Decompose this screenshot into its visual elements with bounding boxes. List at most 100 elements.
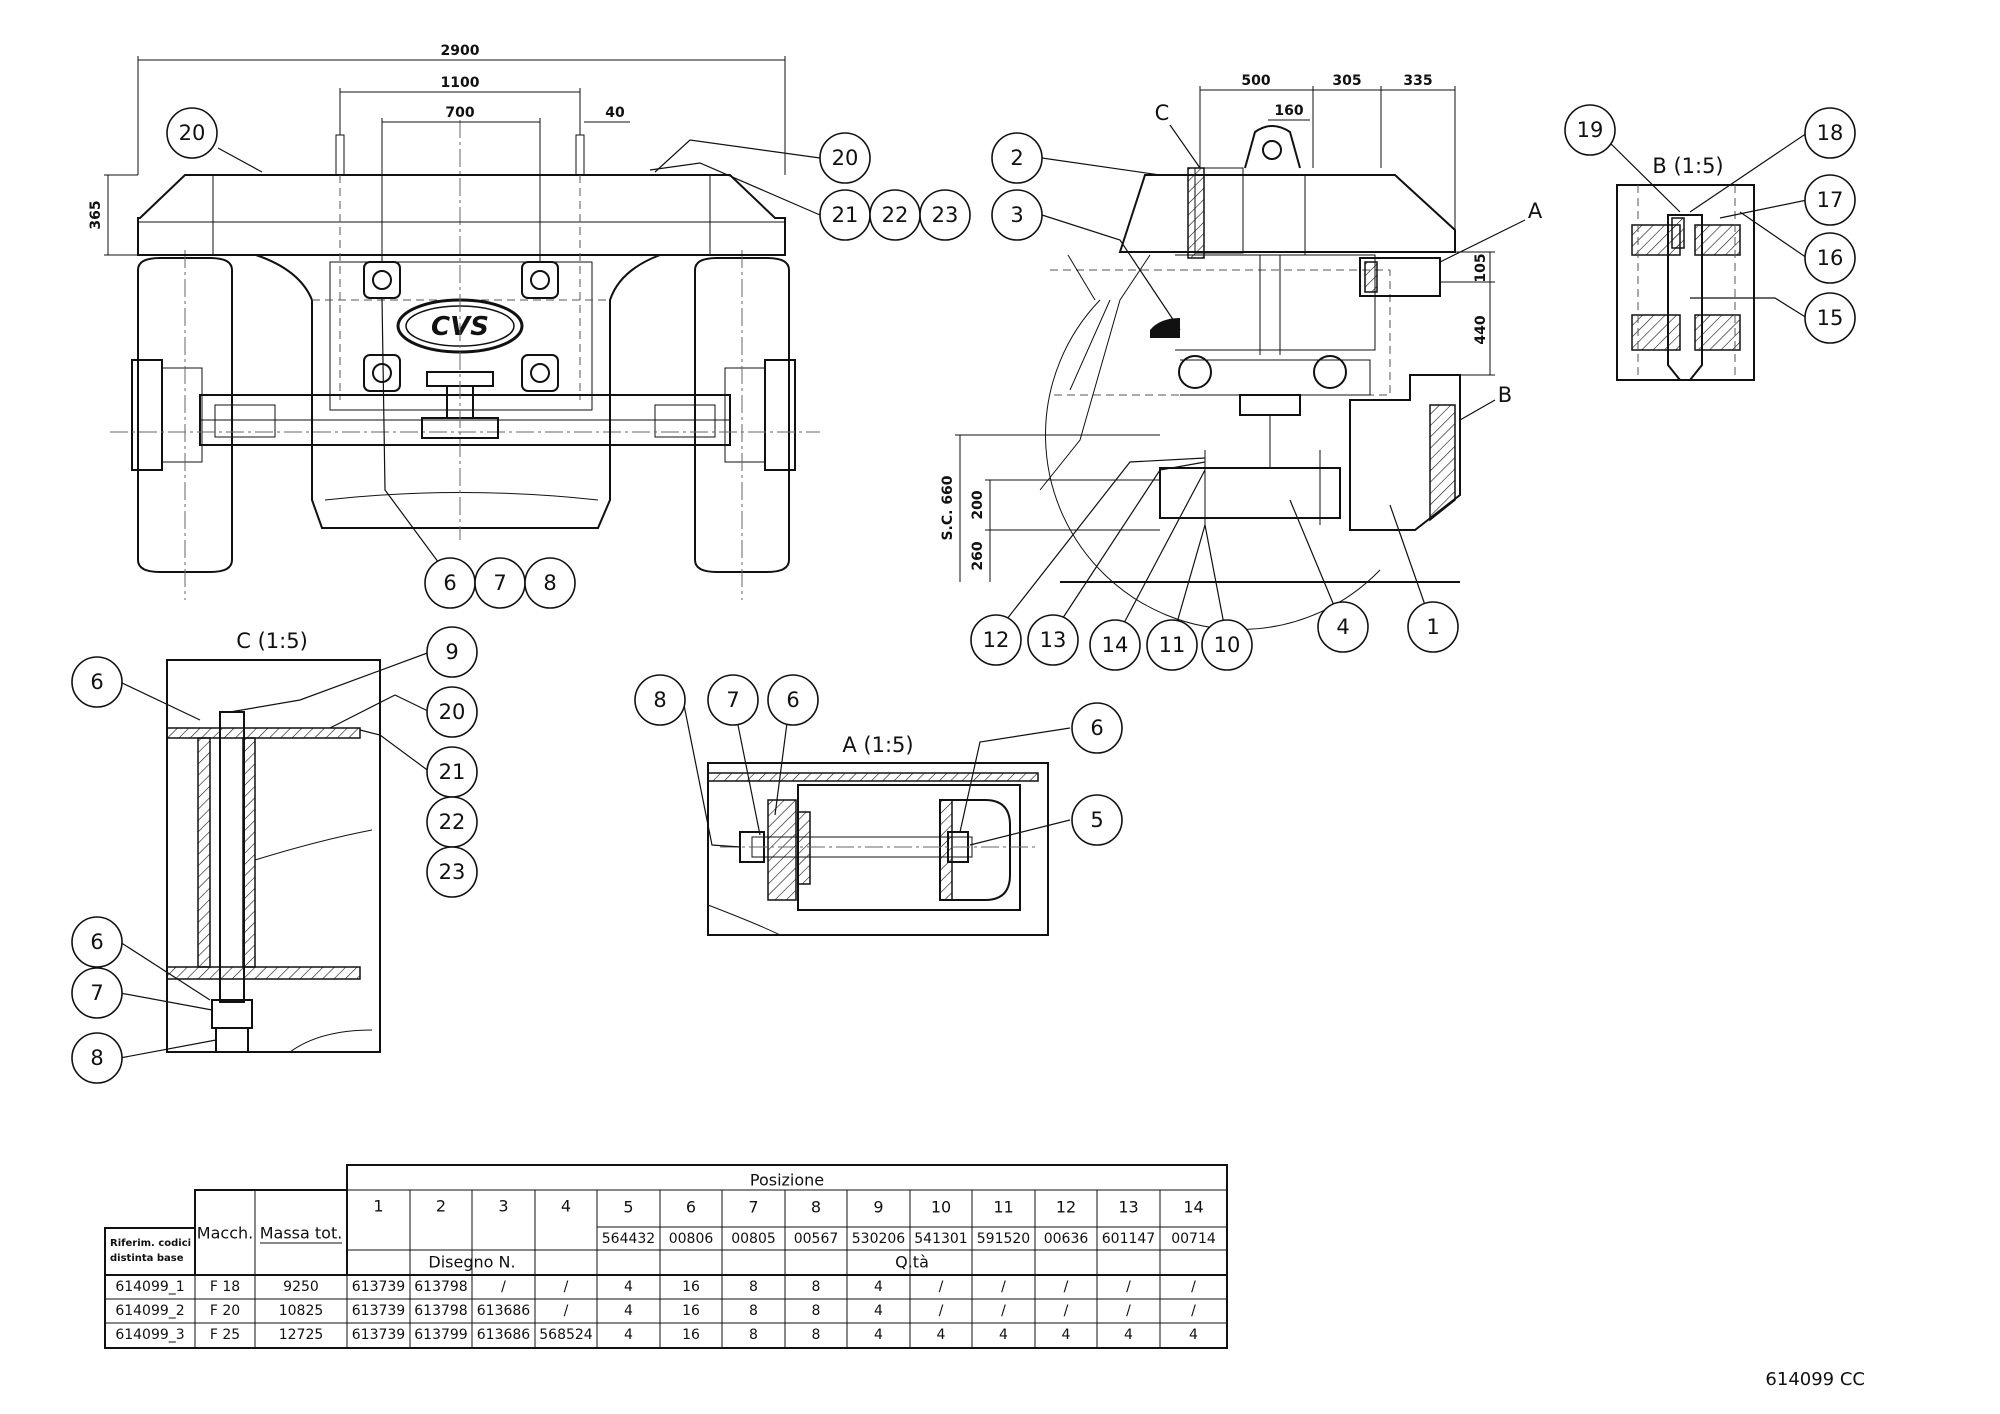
table-cell: 4 <box>1062 1327 1071 1343</box>
table-header-posizione: Posizione <box>750 1171 824 1190</box>
dim-200: 200 <box>970 490 986 519</box>
balloon-text: 4 <box>1336 615 1349 639</box>
balloon-text: 23 <box>932 203 959 227</box>
table-cell: 4 <box>874 1303 883 1319</box>
table-cell: 613799 <box>414 1327 467 1343</box>
position-code: 00805 <box>731 1231 776 1247</box>
table-cell: 8 <box>749 1303 758 1319</box>
table-cell: / <box>1191 1279 1196 1295</box>
side-lower-weight <box>1159 467 1341 519</box>
table-header-macch: Macch. <box>197 1224 253 1243</box>
balloon-text: 16 <box>1817 246 1844 270</box>
table-cell: 8 <box>749 1279 758 1295</box>
dim-40: 40 <box>605 105 625 121</box>
balloon-text: 6 <box>443 571 456 595</box>
position-number: 3 <box>498 1197 508 1216</box>
balloon-text: 13 <box>1040 628 1067 652</box>
position-code: 541301 <box>914 1231 967 1247</box>
balloon-text: 8 <box>543 571 556 595</box>
table-cell: 4 <box>937 1327 946 1343</box>
position-code: 591520 <box>977 1231 1030 1247</box>
position-code: 530206 <box>852 1231 906 1247</box>
balloon-text: 2 <box>1010 146 1023 170</box>
row-macch: F 18 <box>210 1279 240 1295</box>
dim-700: 700 <box>445 105 474 121</box>
position-code: 00714 <box>1171 1231 1216 1247</box>
front-body <box>255 254 661 529</box>
front-view: CVS 2900 1100 700 40 <box>88 43 971 609</box>
balloon-text: 6 <box>90 670 103 694</box>
balloon-text: 14 <box>1102 633 1129 657</box>
detail-c-title: C (1:5) <box>236 629 308 653</box>
dim-260: 260 <box>970 541 986 570</box>
position-number: 5 <box>623 1198 633 1217</box>
balloon-text: 20 <box>832 146 859 170</box>
table-cell: / <box>939 1279 944 1295</box>
table-cell: 613686 <box>477 1327 531 1343</box>
table-cell: 613739 <box>352 1279 405 1295</box>
table-header-qta: Q.tà <box>895 1253 929 1272</box>
balloon-text: 10 <box>1214 633 1241 657</box>
balloon-text: 17 <box>1817 188 1844 212</box>
table-cell: 4 <box>1189 1327 1198 1343</box>
table-cell: / <box>564 1303 569 1319</box>
table-cell: / <box>564 1279 569 1295</box>
table-cell: / <box>939 1303 944 1319</box>
front-dimensions: 2900 1100 700 40 365 <box>88 43 786 262</box>
balloon-text: 11 <box>1159 633 1186 657</box>
dim-160: 160 <box>1274 103 1303 119</box>
table-cell: 4 <box>624 1279 633 1295</box>
position-number: 8 <box>811 1198 821 1217</box>
balloon-text: 18 <box>1817 121 1844 145</box>
table-cell: / <box>1191 1303 1196 1319</box>
row-massa: 12725 <box>279 1327 324 1343</box>
row-macch: F 25 <box>210 1327 240 1343</box>
table-cell: 4 <box>624 1327 633 1343</box>
row-massa: 9250 <box>283 1279 319 1295</box>
side-dimensions: 500 305 335 160 105 440 S.C. 660 200 260 <box>940 73 1495 582</box>
balloon-text: 23 <box>439 860 466 884</box>
table-cell: / <box>501 1279 506 1295</box>
position-number: 9 <box>873 1198 883 1217</box>
table-cell: 4 <box>1124 1327 1133 1343</box>
table-cell: 613686 <box>477 1303 531 1319</box>
dim-1100: 1100 <box>441 75 480 91</box>
detail-c: C (1:5) 6 9 20 21 22 23 6 7 8 <box>71 626 478 1084</box>
marker-b: B <box>1498 383 1512 407</box>
table-cell: 4 <box>999 1327 1008 1343</box>
detail-a-balloons: 8 7 6 6 5 <box>634 674 1123 846</box>
balloon-text: 21 <box>832 203 859 227</box>
front-balloons: 20 20 21 22 23 6 7 8 <box>166 107 971 609</box>
balloon-text: 6 <box>90 930 103 954</box>
table-cell: 16 <box>682 1303 700 1319</box>
dim-440: 440 <box>1473 315 1489 344</box>
position-code: 601147 <box>1102 1231 1155 1247</box>
row-rif: 614099_2 <box>115 1303 184 1319</box>
balloon-text: 15 <box>1817 306 1844 330</box>
table-cell: 8 <box>812 1279 821 1295</box>
balloon-text: 5 <box>1090 808 1103 832</box>
table-header-rif-2: distinta base <box>110 1253 184 1264</box>
table-cell: 8 <box>812 1303 821 1319</box>
balloon-text: 21 <box>439 760 466 784</box>
table-cell: 8 <box>749 1327 758 1343</box>
side-ballast <box>1118 174 1456 253</box>
side-view: 500 305 335 160 105 440 S.C. 660 200 260… <box>940 73 1543 671</box>
drawing-number: 614099 CC <box>1765 1369 1865 1390</box>
table-header-rif-1: Riferim. codici <box>110 1238 191 1249</box>
position-code: 00806 <box>669 1231 714 1247</box>
balloon-text: 20 <box>179 121 206 145</box>
parts-table: Posizione Disegno N. Q.tà Macch. Massa t… <box>104 1164 1228 1349</box>
dim-335: 335 <box>1403 73 1432 89</box>
table-cell: 16 <box>682 1279 700 1295</box>
table-cell: 4 <box>874 1327 883 1343</box>
balloon-text: 20 <box>439 700 466 724</box>
position-number: 6 <box>686 1198 696 1217</box>
row-massa: 10825 <box>279 1303 324 1319</box>
front-ballast <box>137 174 786 256</box>
position-code: 564432 <box>602 1231 655 1247</box>
position-number: 2 <box>436 1197 446 1216</box>
position-code: 00636 <box>1044 1231 1089 1247</box>
dim-sc660: S.C. 660 <box>940 475 956 540</box>
